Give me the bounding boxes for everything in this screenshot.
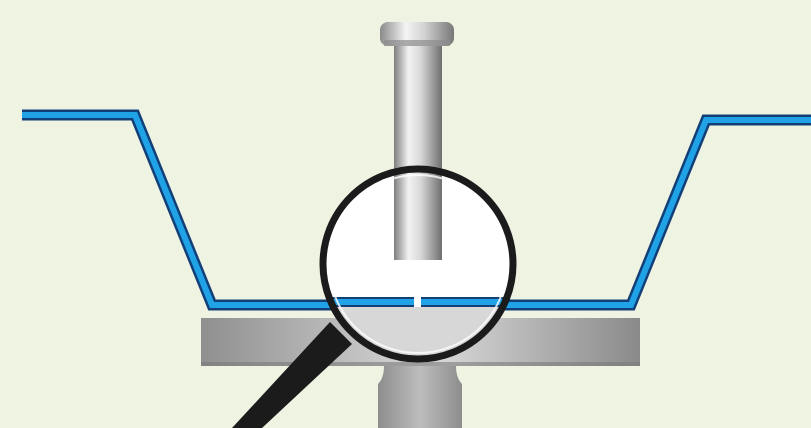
lens-highlight: [328, 174, 508, 354]
beam-flange-shadow: [201, 362, 640, 366]
magnified-stud: [394, 169, 442, 260]
magnifier-handle: [232, 322, 352, 428]
shear-stud-head-lip: [384, 40, 450, 46]
magnifying-glass-icon: [319, 165, 517, 363]
beam-web: [378, 366, 462, 428]
